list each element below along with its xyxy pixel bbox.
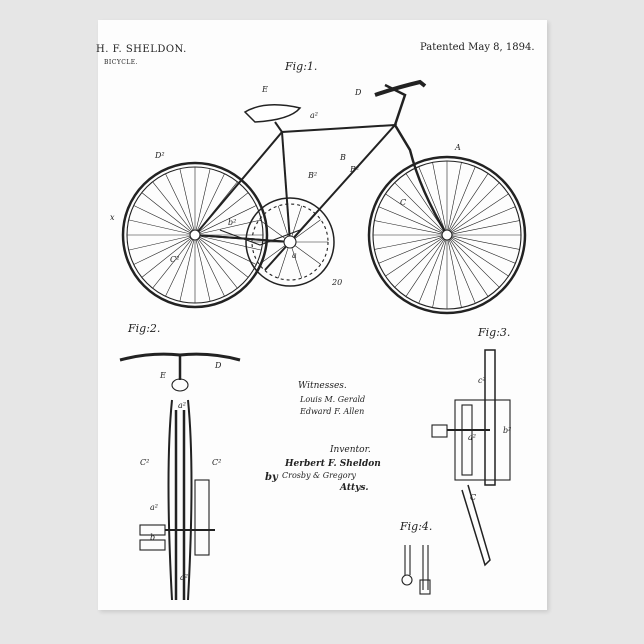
fig1-label: Fig:1. <box>284 60 317 73</box>
reference-letter: C <box>400 198 406 207</box>
spoke <box>448 162 461 230</box>
reference-letter: A <box>454 143 461 152</box>
attys-label: Attys. <box>339 483 369 493</box>
reference-letter: E <box>159 371 166 380</box>
fig4-detail <box>402 545 430 594</box>
fig3-detail <box>432 350 510 565</box>
reference-letter: 20 <box>331 278 342 287</box>
fig2-tire <box>176 410 184 600</box>
spoke <box>199 193 248 232</box>
witness-2: Edward F. Allen <box>299 407 364 416</box>
fig2-chainring <box>195 480 209 555</box>
inventor-signature: Herbert F. Sheldon <box>284 459 381 469</box>
fig4-parts <box>405 545 428 590</box>
spoke <box>197 174 224 231</box>
fig2-fork <box>169 400 192 600</box>
reference-letter: a² <box>310 111 318 120</box>
front-fork <box>395 125 447 235</box>
fig2-label: Fig:2. <box>127 322 160 335</box>
spoke <box>165 240 192 297</box>
crank-hub <box>284 236 296 248</box>
reference-letter: E <box>261 85 268 94</box>
spoke <box>433 240 446 308</box>
spoke <box>198 239 237 288</box>
spoke <box>134 237 191 264</box>
fig3-pedal <box>432 425 447 437</box>
witness-1: Louis M. Gerald <box>299 395 365 404</box>
spoke <box>374 236 442 249</box>
seat-post <box>275 122 282 132</box>
saddle <box>245 105 300 122</box>
reference-letters: EDABB²B²CD²a²b²C²ax20EDa²C²C²a²ba²c²b²a²… <box>110 85 511 582</box>
fig3-post <box>485 350 495 485</box>
reference-letter: a² <box>468 433 476 442</box>
reference-letter: B² <box>349 165 359 174</box>
spoke <box>395 239 444 288</box>
attorneys-signature: Crosby & Gregory <box>282 471 356 480</box>
inventor-heading: Inventor. <box>329 445 371 455</box>
seat-tube <box>282 132 290 242</box>
spoke <box>180 240 194 301</box>
spoke <box>295 246 321 265</box>
spoke <box>451 239 500 288</box>
spoke <box>196 240 210 301</box>
frame <box>195 125 395 242</box>
reference-letter: a² <box>150 503 158 512</box>
by-label: by <box>265 472 279 483</box>
spoke <box>134 205 191 232</box>
reference-letter: b² <box>503 426 511 435</box>
reference-letter: D <box>214 361 222 370</box>
reference-letter: b² <box>228 218 236 227</box>
front-hub <box>442 230 452 240</box>
rear-hub <box>190 230 200 240</box>
reference-letter: x <box>110 213 115 222</box>
spoke <box>129 220 190 234</box>
fig4-label: Fig:4. <box>399 520 432 533</box>
spoke <box>452 221 520 234</box>
reference-letter: C <box>470 493 476 502</box>
spoke <box>165 174 192 231</box>
spoke <box>448 240 461 308</box>
reference-letter: D <box>354 88 362 97</box>
reference-letter: C² <box>170 255 179 264</box>
fig2-head <box>172 379 188 391</box>
witnesses-heading: Witnesses. <box>298 381 347 391</box>
spoke <box>278 206 288 236</box>
fig3-label: Fig:3. <box>477 326 510 339</box>
fig3-bracket <box>455 400 510 480</box>
reference-letter: D² <box>154 151 165 160</box>
spoke <box>180 169 194 230</box>
reference-letter: b <box>150 533 155 542</box>
fig4-ring <box>402 575 412 585</box>
spoke <box>142 193 191 232</box>
fig1-bicycle <box>123 82 525 313</box>
spoke <box>142 238 191 277</box>
reference-letter: B² <box>307 171 317 180</box>
reference-letter: c² <box>478 376 486 385</box>
spoke <box>197 240 224 297</box>
spoke <box>153 182 192 231</box>
spoke <box>374 221 442 234</box>
patent-poster: H. F. SHELDON. BICYCLE. Patented May 8, … <box>98 20 547 610</box>
reference-letter: B <box>339 153 346 162</box>
patent-drawing: Fig:1. Fig:2. Fig:3. Fig:4. Witnesses. L… <box>98 20 547 610</box>
spoke <box>452 236 520 249</box>
reference-letter: a² <box>178 401 186 410</box>
reference-letter: a² <box>180 573 188 582</box>
reference-letter: a <box>292 251 297 260</box>
reference-letter: C² <box>140 458 149 467</box>
spoke <box>129 236 190 250</box>
reference-letter: C² <box>212 458 221 467</box>
fig2-front-view <box>120 354 240 600</box>
spoke <box>451 183 500 232</box>
spoke <box>199 238 248 277</box>
spoke <box>395 183 444 232</box>
spoke <box>200 237 257 264</box>
